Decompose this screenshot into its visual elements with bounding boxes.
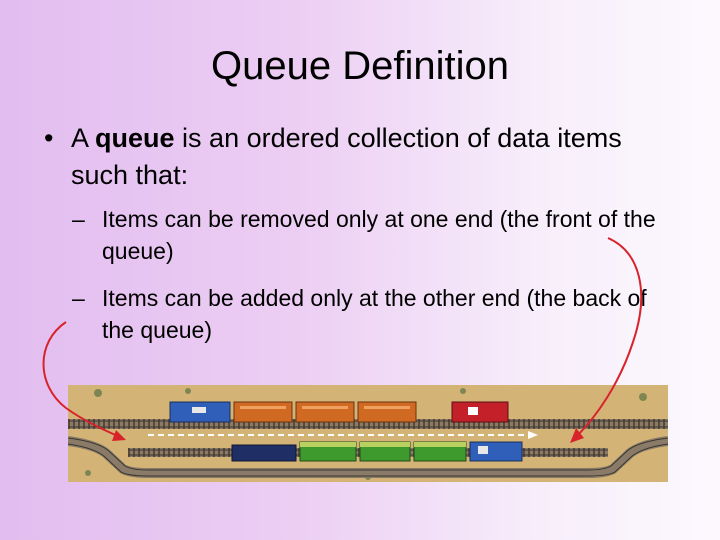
hopper-car-green [359,441,411,462]
train-yard-illustration [68,385,668,482]
freight-car-red [451,401,509,423]
lower-track-rail [68,443,668,477]
sand-shade [68,385,668,482]
freight-car-orange [357,401,417,423]
sub-bullet-text: Items can be added only at the other end… [102,285,647,343]
freight-car-navy [231,444,297,462]
hopper-car-green [413,441,467,462]
lower-track-curve [68,436,668,478]
bullet-text: A queue is an ordered collection of data… [71,123,622,190]
slide-title: Queue Definition [211,44,509,88]
sub-bullet-text: Items can be removed only at one end (th… [102,206,656,264]
upper-track-ties [68,419,668,429]
freight-car-orange [295,401,355,423]
bullet-marker: • [44,123,54,153]
lower-track-rail [68,437,668,471]
hopper-car-green [299,441,357,462]
direction-arrowhead [528,431,538,439]
sand-ground [68,385,668,482]
sub-bullet-marker: – [72,285,85,311]
keyword-queue: queue [95,123,175,153]
freight-car-blue [469,441,523,462]
freight-car-blue [169,401,231,423]
freight-car-orange [233,401,293,423]
sub-bullet-marker: – [72,206,85,232]
